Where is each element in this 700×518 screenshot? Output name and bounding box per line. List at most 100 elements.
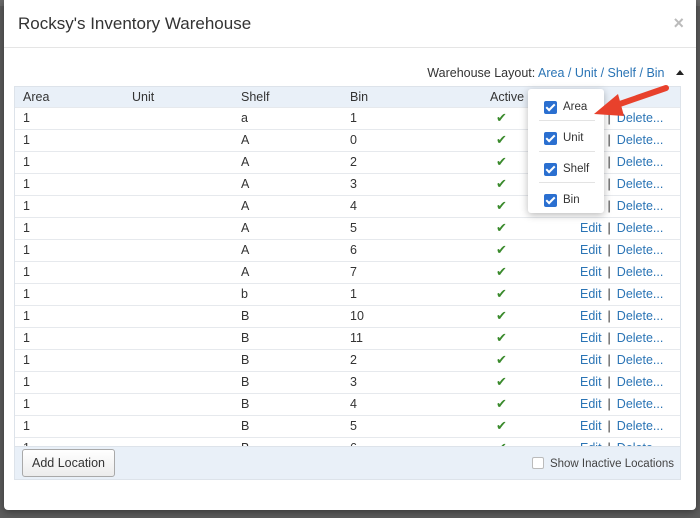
delete-link[interactable]: Delete... — [616, 155, 664, 169]
edit-link[interactable]: Edit — [580, 287, 602, 301]
cell-area: 1 — [23, 133, 30, 147]
cell-area: 1 — [23, 287, 30, 301]
show-inactive-toggle[interactable]: Show Inactive Locations — [531, 457, 674, 470]
dropdown-item-label: Unit — [563, 132, 584, 144]
dropdown-item-shelf[interactable]: Shelf — [528, 153, 604, 183]
cell-shelf: A — [241, 177, 250, 191]
show-inactive-checkbox[interactable] — [531, 457, 544, 469]
row-actions: Edit|Delete... — [572, 437, 680, 446]
action-separator: | — [607, 155, 611, 169]
delete-link[interactable]: Delete... — [616, 243, 664, 257]
delete-link[interactable]: Delete... — [616, 331, 664, 345]
dropdown-item-area[interactable]: Area — [528, 91, 604, 121]
checkmark-icon: ✔ — [496, 220, 507, 235]
column-header-bin[interactable]: Bin — [350, 89, 369, 104]
cell-area: 1 — [15, 437, 124, 446]
delete-link[interactable]: Delete... — [616, 177, 664, 191]
caret-up-icon[interactable] — [676, 70, 684, 75]
delete-link[interactable]: Delete... — [616, 133, 664, 147]
checkmark-icon: ✔ — [496, 330, 507, 345]
cell-shelf: A — [241, 243, 250, 257]
column-header-shelf[interactable]: Shelf — [241, 89, 270, 104]
checkmark-icon: ✔ — [496, 154, 507, 169]
table-row[interactable]: 1A3✔Edit|Delete... — [15, 173, 680, 195]
cell-unit — [124, 107, 233, 129]
table-row[interactable]: 1B6✔Edit|Delete... — [15, 437, 680, 446]
action-separator: | — [607, 221, 611, 235]
cell-area: 1 — [23, 375, 30, 389]
delete-link[interactable]: Delete... — [616, 353, 664, 367]
action-separator: | — [607, 309, 611, 323]
cell-bin: 2 — [350, 353, 357, 367]
edit-link[interactable]: Edit — [580, 397, 602, 411]
cell-unit — [124, 371, 233, 393]
cell-bin: 2 — [350, 155, 357, 169]
layout-link-bin[interactable]: Bin — [646, 66, 665, 80]
checkmark-icon: ✔ — [496, 418, 507, 433]
cell-unit — [124, 129, 233, 151]
delete-link[interactable]: Delete... — [616, 419, 664, 433]
layout-link-unit[interactable]: Unit — [574, 66, 598, 80]
action-separator: | — [607, 287, 611, 301]
modal-title: Rocksy's Inventory Warehouse — [18, 14, 252, 33]
layout-link-area[interactable]: Area — [538, 66, 565, 80]
delete-link[interactable]: Delete... — [616, 199, 664, 213]
cell-area: 1 — [23, 309, 30, 323]
delete-link[interactable]: Delete... — [616, 287, 664, 301]
dropdown-item-unit[interactable]: Unit — [528, 122, 604, 152]
delete-link[interactable]: Delete... — [616, 265, 664, 279]
delete-link[interactable]: Delete... — [617, 441, 664, 446]
checkmark-icon: ✔ — [496, 308, 507, 323]
edit-link[interactable]: Edit — [580, 353, 602, 367]
action-separator: | — [607, 133, 611, 147]
bin-checkbox[interactable] — [544, 194, 557, 207]
delete-link[interactable]: Delete... — [616, 111, 664, 125]
delete-link[interactable]: Delete... — [616, 309, 664, 323]
edit-link[interactable]: Edit — [580, 221, 602, 235]
edit-link[interactable]: Edit — [580, 441, 602, 446]
delete-link[interactable]: Delete... — [616, 375, 664, 389]
modal-footer: Add Location Show Inactive Locations — [14, 447, 681, 480]
edit-link[interactable]: Edit — [580, 419, 602, 433]
cell-unit — [124, 173, 233, 195]
row-actions: Edit|Delete... — [572, 415, 680, 437]
shelf-checkbox[interactable] — [544, 163, 557, 176]
cell-shelf: B — [241, 353, 250, 367]
cell-shelf: B — [233, 437, 342, 446]
cell-unit — [124, 283, 233, 305]
checkmark-icon: ✔ — [496, 264, 507, 279]
locations-table-container[interactable]: Area Unit Shelf Bin Active 1a1✔Edit|Dele… — [14, 86, 681, 447]
delete-link[interactable]: Delete... — [616, 397, 664, 411]
action-separator: | — [607, 199, 611, 213]
edit-link[interactable]: Edit — [580, 265, 602, 279]
edit-link[interactable]: Edit — [580, 243, 602, 257]
edit-link[interactable]: Edit — [580, 375, 602, 389]
add-location-button[interactable]: Add Location — [22, 449, 115, 477]
column-header-area[interactable]: Area — [23, 89, 50, 104]
dropdown-item-bin[interactable]: Bin — [528, 184, 604, 214]
cell-area: 1 — [23, 331, 30, 345]
delete-link[interactable]: Delete... — [616, 221, 664, 235]
cell-shelf: A — [241, 265, 250, 279]
column-header-active[interactable]: Active — [490, 89, 525, 104]
edit-link[interactable]: Edit — [580, 331, 602, 345]
column-header-unit[interactable]: Unit — [132, 89, 155, 104]
edit-link[interactable]: Edit — [580, 309, 602, 323]
unit-checkbox[interactable] — [544, 132, 557, 145]
action-separator: | — [607, 111, 611, 125]
close-icon[interactable]: × — [673, 13, 684, 33]
cell-area: 1 — [23, 243, 30, 257]
cell-unit — [124, 217, 233, 239]
layout-link-shelf[interactable]: Shelf — [607, 66, 637, 80]
area-checkbox[interactable] — [544, 101, 557, 114]
